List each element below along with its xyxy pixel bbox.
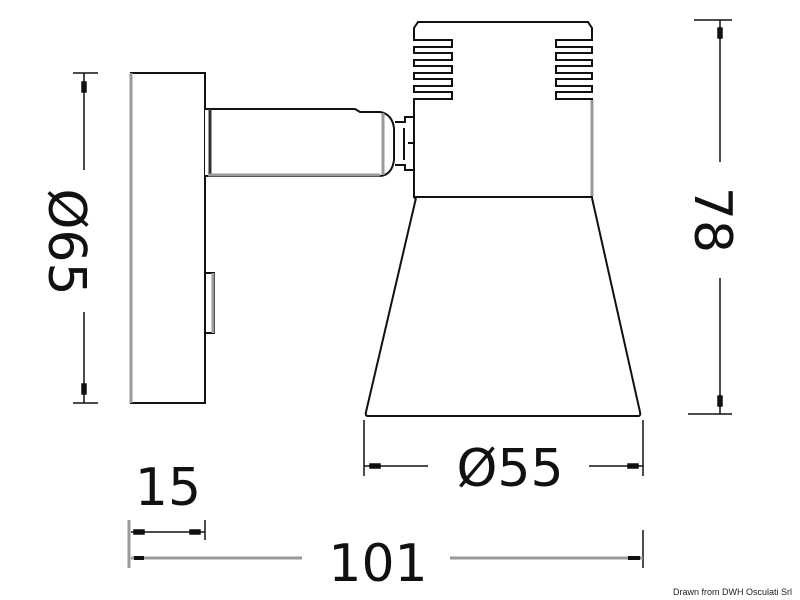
label-head-diameter: Ø55 bbox=[456, 439, 563, 499]
credit-text: Drawn from DWH Osculati Srl bbox=[672, 587, 792, 597]
label-base-diameter: Ø65 bbox=[36, 188, 96, 295]
dim-base-depth bbox=[127, 520, 206, 568]
lamp-cone bbox=[364, 197, 642, 417]
dim-head-diameter bbox=[363, 420, 644, 476]
label-height: 78 bbox=[682, 187, 742, 253]
lamp-head bbox=[413, 21, 594, 199]
dim-total-length bbox=[131, 530, 644, 568]
label-base-depth: 15 bbox=[135, 458, 201, 518]
dim-base-diameter bbox=[73, 72, 98, 404]
dim-height bbox=[688, 19, 732, 415]
label-total-length: 101 bbox=[328, 534, 427, 594]
base-plate bbox=[129, 72, 215, 404]
